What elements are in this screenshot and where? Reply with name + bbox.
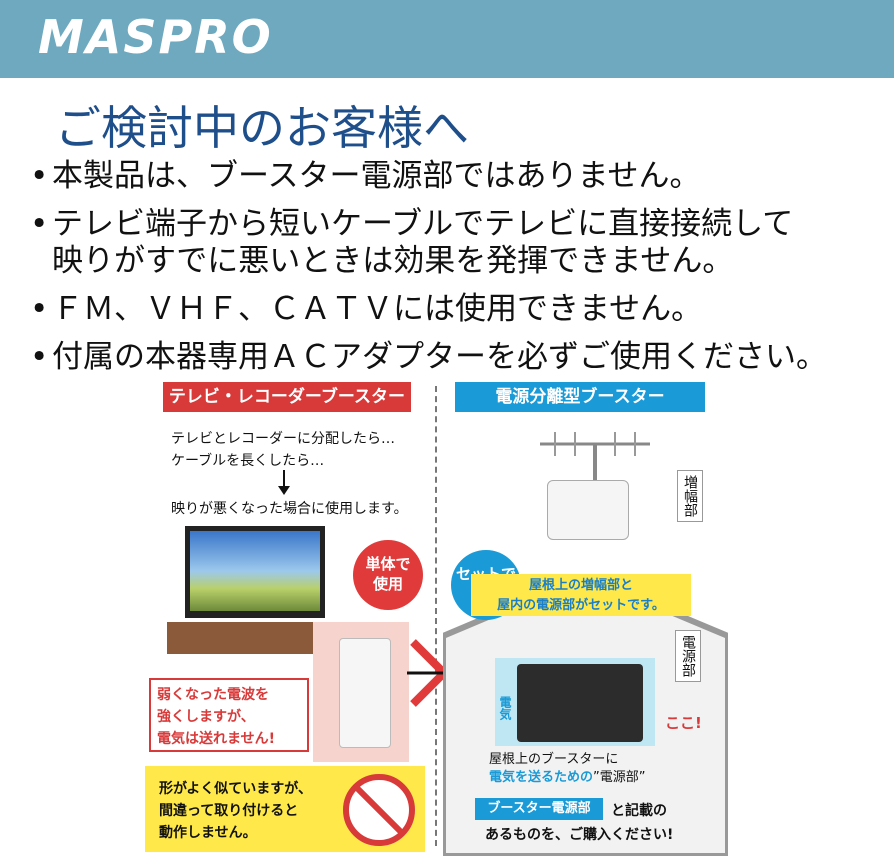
notice-text: テレビ端子から短いケーブルでテレビに直接接続して [52, 206, 794, 242]
header-bar: MASPRO [0, 0, 894, 78]
purchase-note: あるものを、ご購入ください! [485, 827, 674, 843]
set-text: 屋根上の増幅部と [528, 578, 633, 593]
prohibited-hand-icon [343, 774, 415, 846]
set-explanation: 屋根上の増幅部と 屋内の電源部がセットです。 [471, 574, 691, 616]
set-text: 屋内の電源部がセットです。 [497, 598, 665, 613]
bullet-dot: • [30, 158, 49, 194]
arrow-down-icon [278, 470, 290, 495]
notice-item: • 付属の本器専用ＡＣアダプターを必ずご使用ください。 [30, 339, 890, 376]
booster-power-badge: ブースター電源部 [475, 798, 603, 820]
bullet-dot: • [30, 206, 49, 242]
warning-box: 弱くなった電波を 強くしますが、 電気は送れません! [149, 678, 309, 752]
caution-box: 形がよく似ていますが、 間違って取り付けると 動作しません。 [145, 766, 425, 852]
bullet-dot: • [30, 339, 49, 375]
tv-icon [185, 526, 325, 618]
caution-text: 形がよく似ていますが、 間違って取り付けると 動作しません。 [159, 778, 312, 844]
caution-line: 間違って取り付けると [159, 803, 299, 819]
single-use-badge: 単体で 使用 [353, 540, 423, 610]
power-desc-highlight: 電気を送るための [489, 770, 594, 785]
notice-item: • 本製品は、ブースター電源部ではありません。 [30, 158, 890, 195]
separated-booster-title: 電源分離型ブースター [455, 382, 705, 412]
left-text: テレビとレコーダーに分配したら… [171, 431, 395, 447]
amp-label: 増幅部 [677, 470, 703, 522]
caution-line: 形がよく似ていますが、 [159, 781, 313, 797]
caution-line: 動作しません。 [159, 825, 257, 841]
page-heading: ご検討中のお客様へ [55, 101, 469, 155]
maspro-logo: MASPRO [38, 10, 273, 64]
badge-text: 使用 [372, 575, 403, 593]
power-label: 電源部 [675, 630, 701, 682]
comparison-figure: テレビ・レコーダーブースター 電源分離型ブースター テレビとレコーダーに分配した… [145, 376, 745, 856]
notice-text: 付属の本器専用ＡＣアダプターを必ずご使用ください。 [52, 339, 827, 375]
booster-device [339, 638, 391, 748]
badge-text: 単体で [365, 555, 411, 573]
badge-suffix: と記載の [611, 803, 667, 819]
warning-text: 弱くなった電波を [157, 687, 269, 703]
left-text: ケーブルを長くしたら… [171, 453, 325, 469]
amplifier-unit [547, 480, 629, 540]
left-text: 映りが悪くなった場合に使用します。 [171, 501, 408, 517]
power-unit [517, 664, 643, 742]
notice-item: • テレビ端子から短いケーブルでテレビに直接接続して 映りがすでに悪いときは効果… [30, 206, 890, 280]
notice-text: ＦＭ、ＶＨＦ、ＣＡＴＶには使用できません。 [52, 291, 703, 327]
denki-label: 電気 [498, 696, 512, 720]
tv-recorder-booster-title: テレビ・レコーダーブースター [163, 382, 411, 412]
bullet-dot: • [30, 291, 49, 327]
notice-item: • ＦＭ、ＶＨＦ、ＣＡＴＶには使用できません。 [30, 291, 890, 328]
notice-text: 映りがすでに悪いときは効果を発揮できません。 [52, 243, 734, 279]
notice-text: 本製品は、ブースター電源部ではありません。 [52, 158, 701, 194]
power-desc: 屋根上のブースターに [489, 752, 619, 767]
antenna-icon [540, 432, 650, 484]
notice-list: • 本製品は、ブースター電源部ではありません。 • テレビ端子から短いケーブルで… [30, 158, 890, 376]
power-desc: 電気を送るための”電源部” [489, 766, 646, 785]
warning-text: 強くしますが、 [157, 709, 255, 725]
divider-line [435, 386, 437, 846]
warning-text: 電気は送れません! [157, 731, 275, 747]
koko-callout: ここ! [665, 714, 702, 732]
power-desc-suffix: ”電源部” [593, 770, 646, 785]
